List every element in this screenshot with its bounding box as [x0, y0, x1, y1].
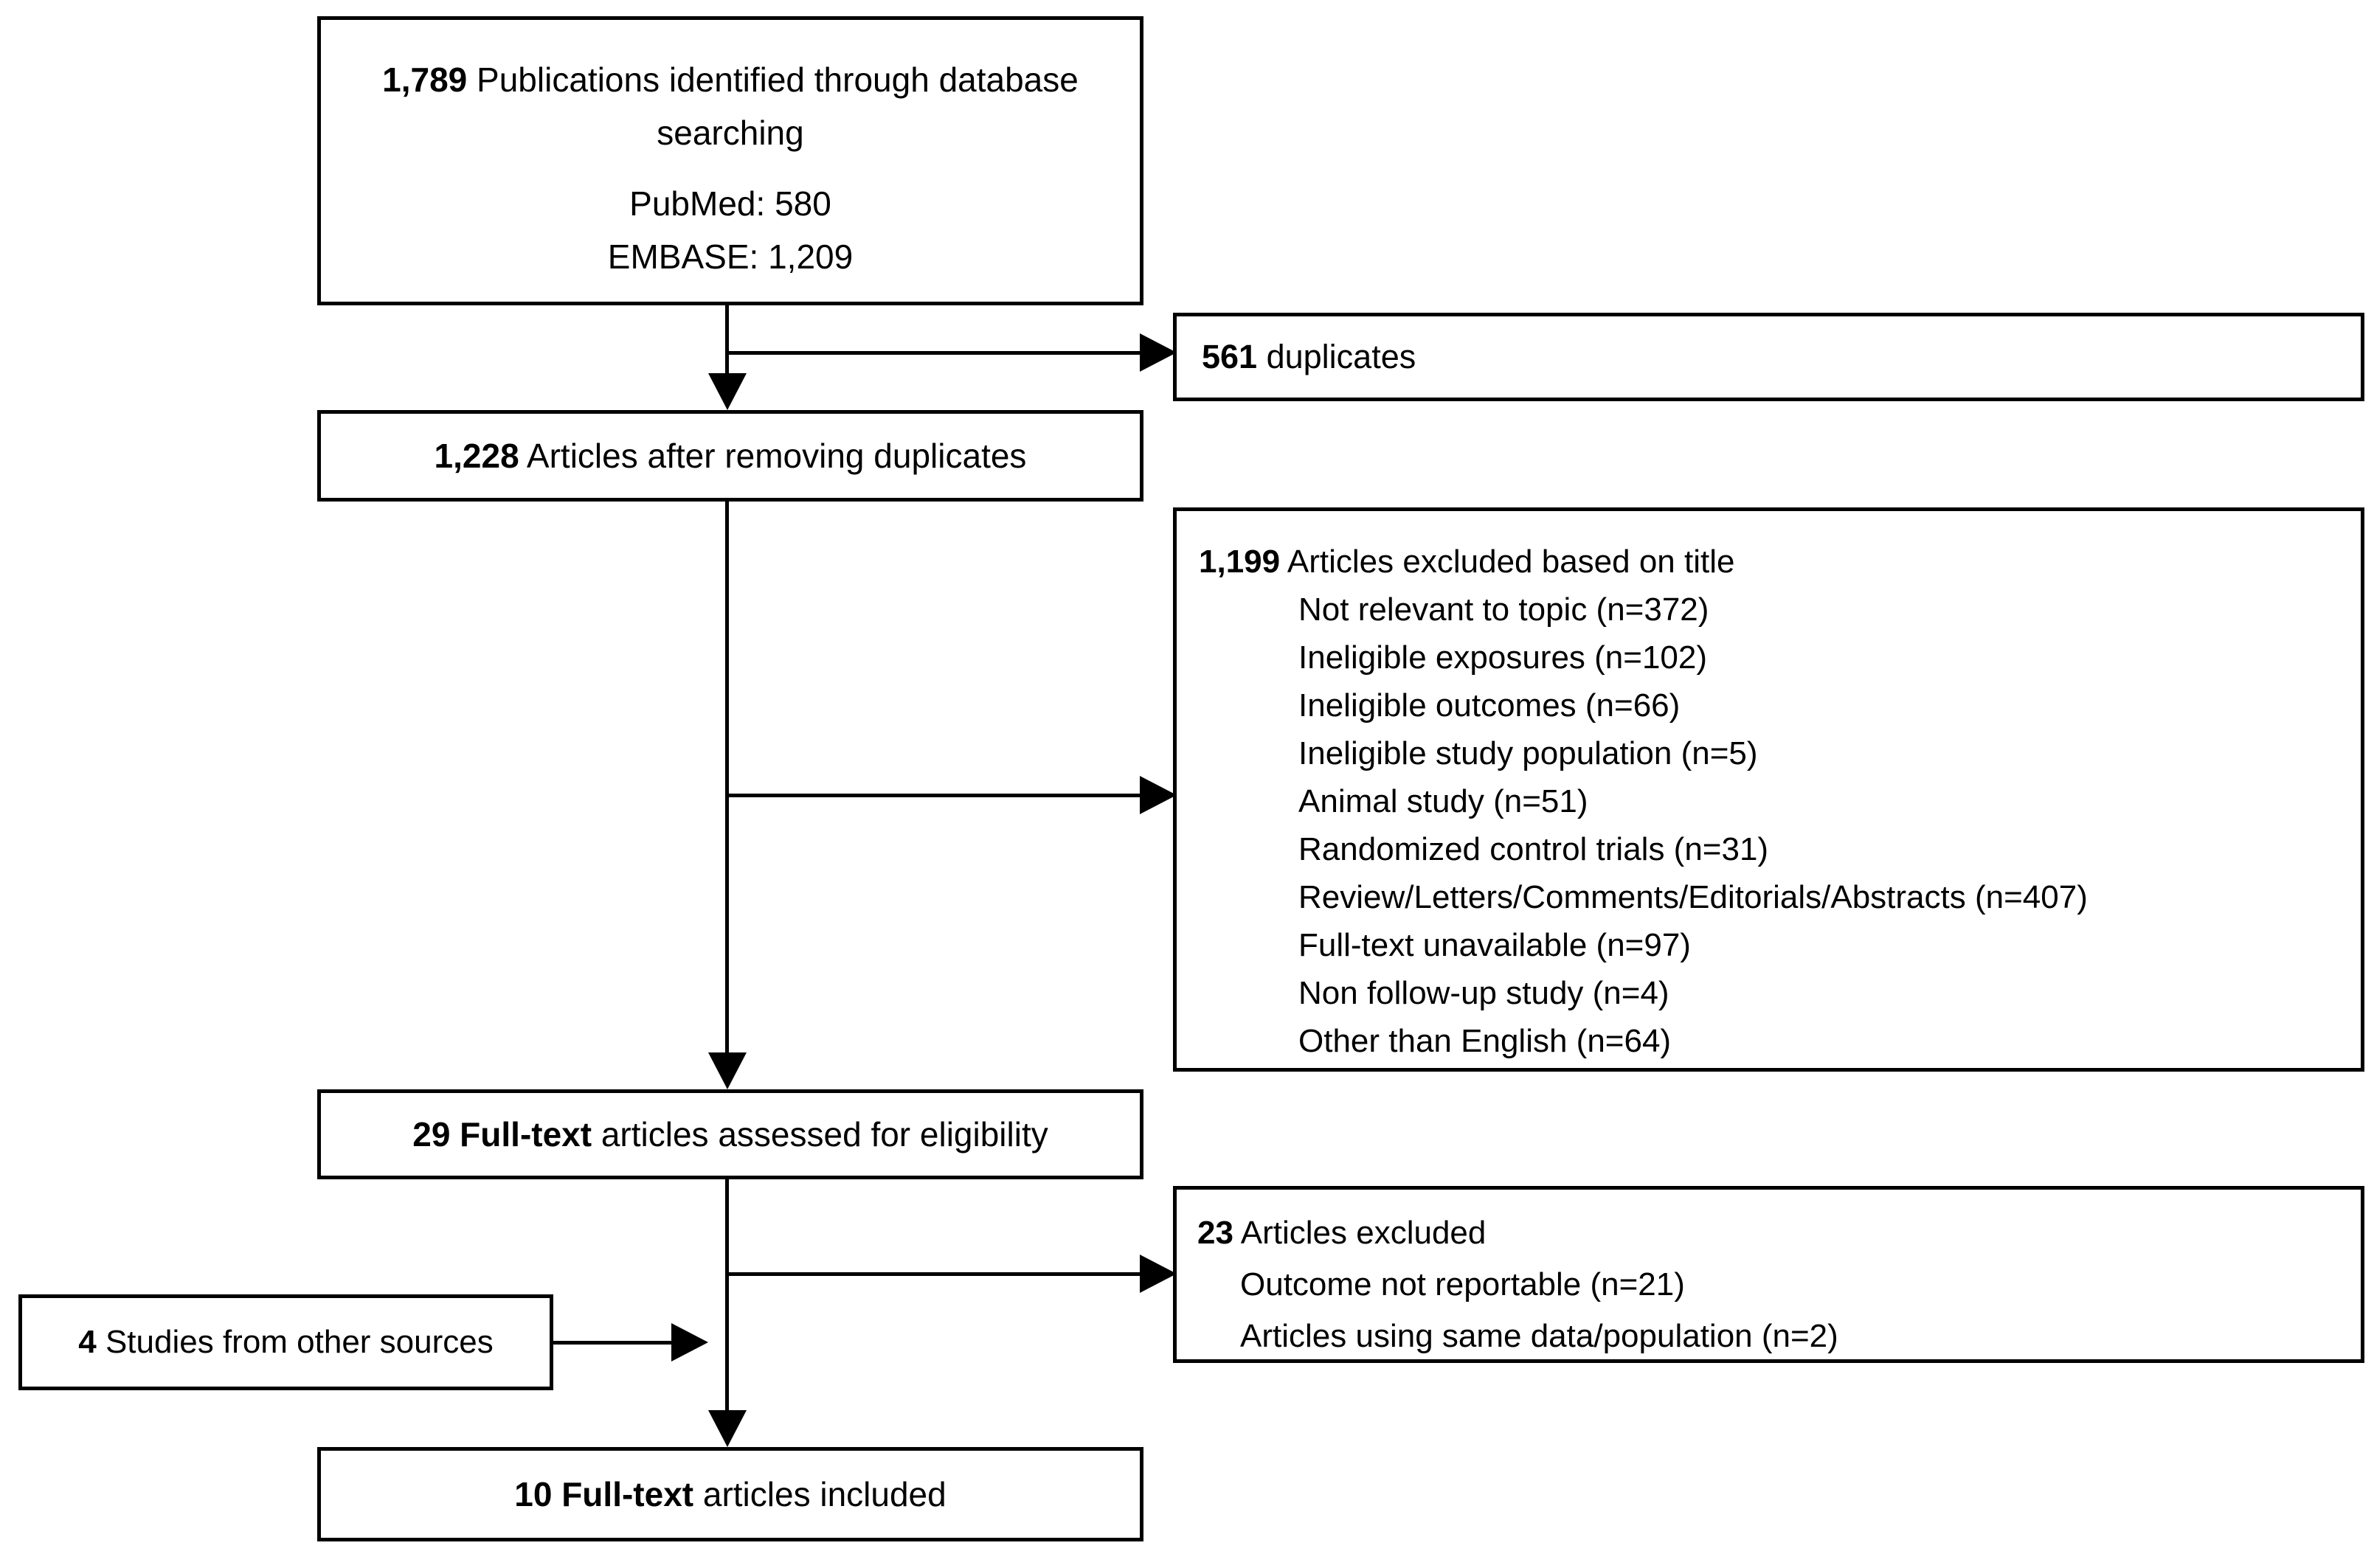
after-duplicates-text: 1,228 Articles after removing duplicates [435, 431, 1027, 480]
exclusion-reason: Other than English (n=64) [1298, 1023, 1672, 1059]
excluded-title-label: Articles excluded based on title [1280, 544, 1735, 580]
flow-line-to-excluded-by-title [725, 794, 1140, 797]
identified-sources: PubMed: 580 EMBASE: 1,209 [336, 177, 1125, 283]
excluded-fulltext-label: Articles excluded [1233, 1215, 1487, 1251]
arrowhead-down-afterduplicates [708, 373, 747, 410]
box-fulltext-assessed: 29 Full-text articles assessed for eligi… [317, 1089, 1143, 1179]
exclusion-reason: Ineligible outcomes (n=66) [1298, 687, 1681, 724]
after-duplicates-count: 1,228 [434, 437, 519, 475]
exclusion-reason: Full-text unavailable (n=97) [1298, 927, 1691, 963]
duplicates-text: 561 duplicates [1202, 333, 1416, 381]
included-text: 10 Full-text articles included [514, 1470, 946, 1519]
box-articles-included: 10 Full-text articles included [317, 1447, 1143, 1541]
arrowhead-down-eligibility [708, 1052, 747, 1089]
eligibility-label: articles assessed for eligibility [592, 1115, 1048, 1154]
arrowhead-right-fulltext-excluded [1140, 1255, 1177, 1293]
box-records-identified: 1,789 Publications identified through da… [317, 16, 1143, 305]
flow-line-other-sources-merge [553, 1341, 671, 1345]
other-sources-count: 4 [78, 1324, 97, 1360]
included-label: articles included [693, 1475, 947, 1513]
flow-line-eligibility-to-included [725, 1179, 729, 1410]
arrowhead-right-excluded-by-title [1140, 776, 1177, 814]
eligibility-text: 29 Full-text articles assessed for eligi… [412, 1110, 1048, 1159]
exclusion-reason: Ineligible exposures (n=102) [1298, 639, 1708, 676]
identified-label: Publications identified through database… [467, 60, 1079, 152]
exclusion-reason: Randomized control trials (n=31) [1298, 831, 1769, 867]
identified-count: 1,789 [382, 60, 468, 99]
identified-title: 1,789 Publications identified through da… [336, 53, 1125, 159]
arrowhead-right-other-sources [671, 1323, 708, 1361]
exclusion-reason: Non follow-up study (n=4) [1298, 975, 1669, 1011]
box-after-duplicates: 1,228 Articles after removing duplicates [317, 410, 1143, 502]
flow-line-to-fulltext-excluded [725, 1272, 1140, 1276]
arrowhead-down-included [708, 1410, 747, 1447]
flow-line-identified-to-afterduplicates [725, 305, 729, 377]
source-embase: EMBASE: 1,209 [607, 237, 854, 276]
arrowhead-right-duplicates [1140, 333, 1177, 372]
box-other-sources: 4 Studies from other sources [18, 1294, 553, 1390]
flow-line-afterduplicates-to-eligibility [725, 502, 729, 1052]
duplicates-count: 561 [1202, 338, 1258, 375]
exclusion-reason: Animal study (n=51) [1298, 783, 1588, 819]
duplicates-label: duplicates [1257, 338, 1416, 375]
exclusion-reason: Not relevant to topic (n=372) [1298, 592, 1709, 628]
exclusion-reason: Articles using same data/population (n=2… [1240, 1318, 1838, 1354]
after-duplicates-label: Articles after removing duplicates [519, 437, 1027, 475]
exclusion-reason: Review/Letters/Comments/Editorials/Abstr… [1298, 879, 2088, 915]
other-sources-label: Studies from other sources [96, 1324, 494, 1360]
exclusion-reason: Ineligible study population (n=5) [1298, 735, 1758, 771]
box-fulltext-excluded: 23 Articles excluded Outcome not reporta… [1173, 1186, 2364, 1363]
other-sources-text: 4 Studies from other sources [78, 1318, 494, 1367]
excluded-title-header: 1,199 Articles excluded based on title [1199, 538, 2346, 586]
flow-line-to-duplicates [725, 351, 1140, 355]
source-pubmed: PubMed: 580 [629, 184, 831, 223]
box-duplicates: 561 duplicates [1173, 313, 2364, 401]
eligibility-count: 29 Full-text [412, 1115, 592, 1154]
exclusion-reason: Outcome not reportable (n=21) [1240, 1266, 1685, 1302]
excluded-fulltext-header: 23 Articles excluded [1197, 1207, 2346, 1259]
box-excluded-by-title: 1,199 Articles excluded based on title N… [1173, 507, 2364, 1072]
excluded-title-count: 1,199 [1199, 544, 1281, 580]
included-count: 10 Full-text [514, 1475, 694, 1513]
excluded-fulltext-count: 23 [1197, 1215, 1233, 1251]
